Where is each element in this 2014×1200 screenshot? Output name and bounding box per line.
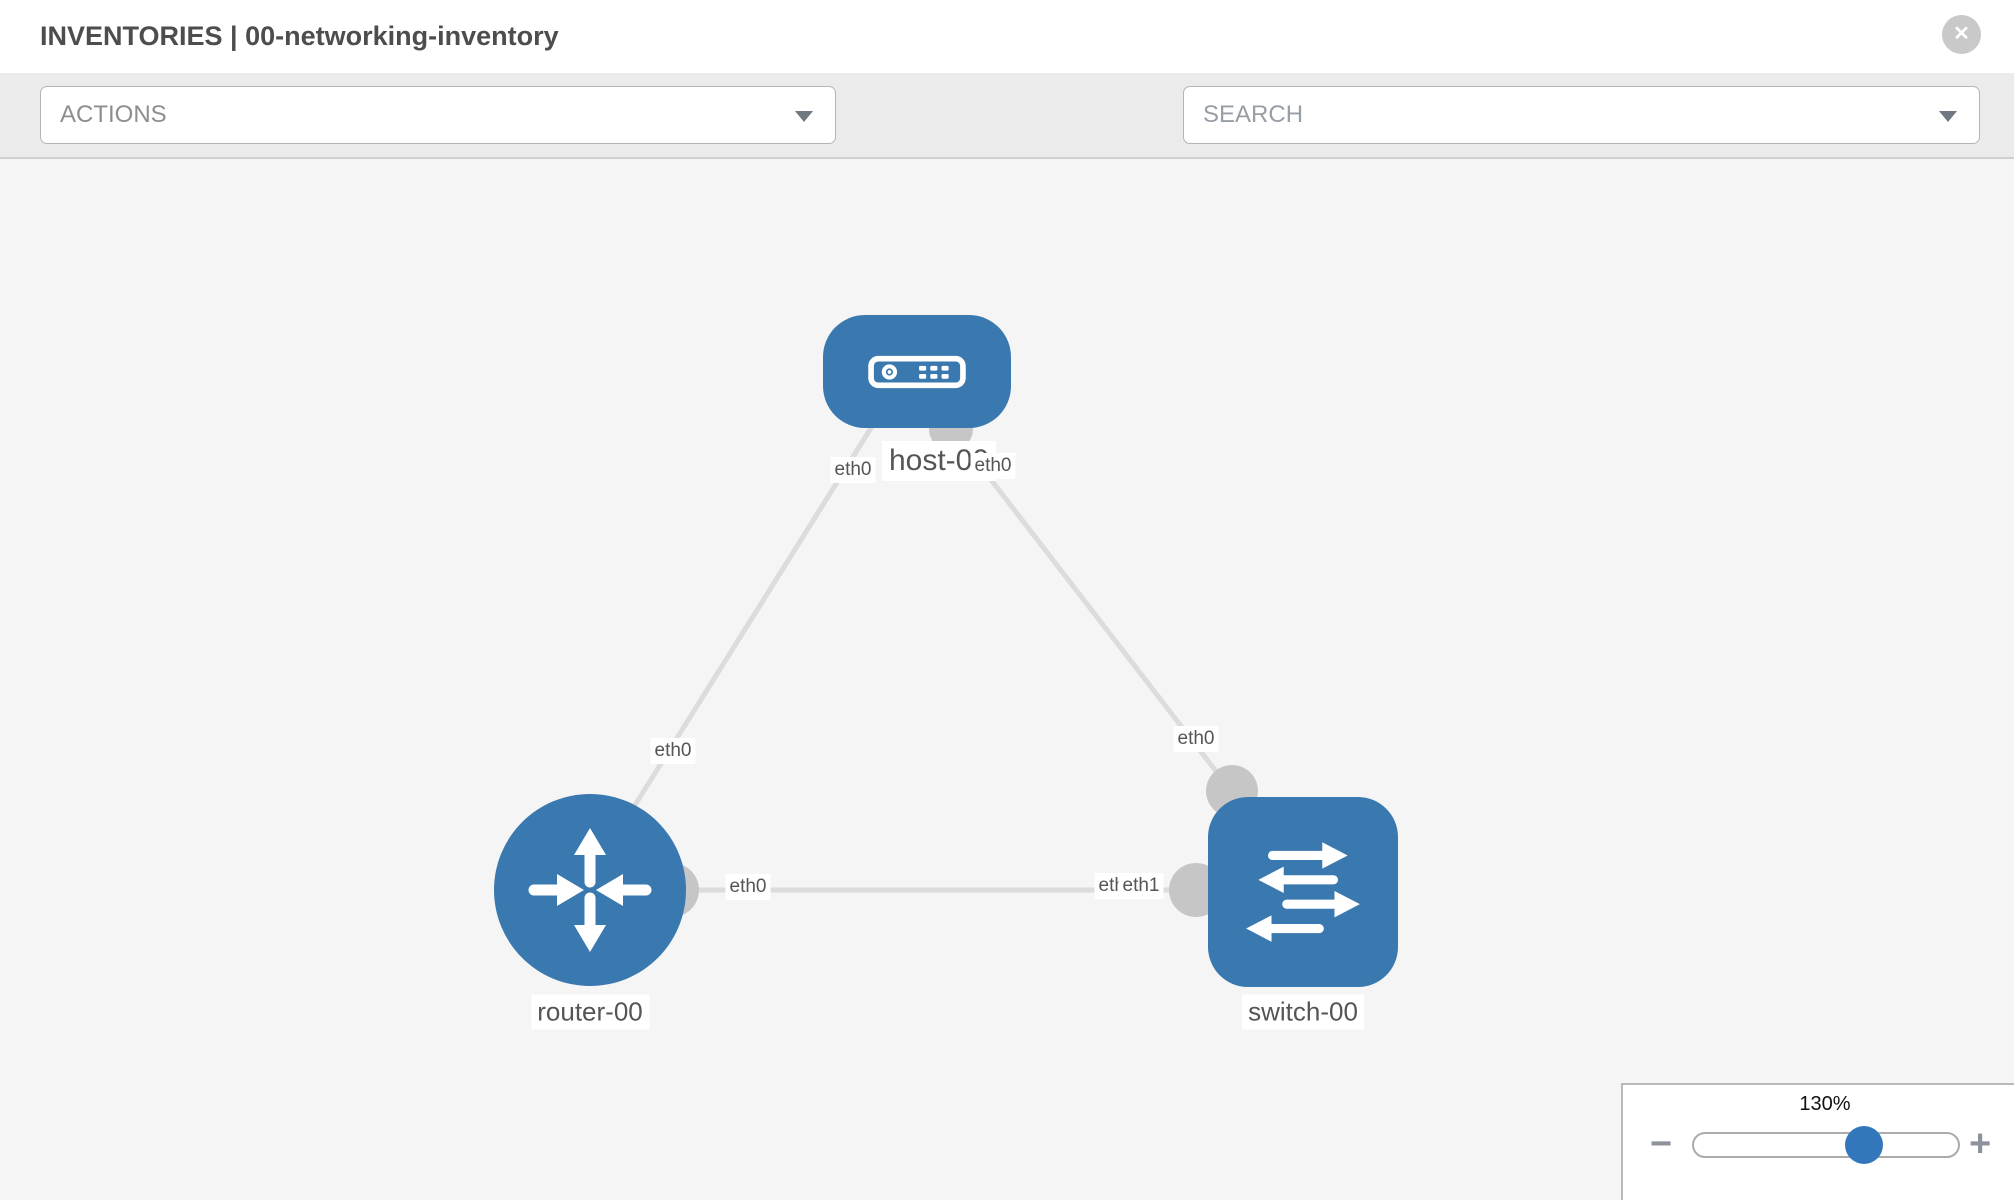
- close-icon[interactable]: ✕: [1942, 15, 1981, 54]
- iface-label-switch-uplink: eth0: [1173, 726, 1219, 752]
- iface-label-host-left: eth0: [830, 457, 876, 483]
- actions-dropdown[interactable]: ACTIONS: [40, 86, 836, 144]
- caret-down-icon: [1939, 111, 1957, 122]
- switch-arrows-icon: [1246, 842, 1360, 942]
- node-switch[interactable]: [1208, 797, 1398, 987]
- router-arrows-icon: [528, 828, 652, 952]
- topology-canvas[interactable]: [0, 160, 2014, 1200]
- header: INVENTORIES | 00-networking-inventory ✕: [0, 0, 2014, 73]
- zoom-out-button[interactable]: −: [1650, 1123, 1673, 1165]
- iface-label-router-uplink: eth0: [650, 738, 696, 764]
- iface-label-switch-left-eth1: eth1: [1118, 873, 1164, 899]
- server-icon: [868, 355, 966, 388]
- search-placeholder: SEARCH: [1203, 101, 1304, 128]
- search-dropdown[interactable]: SEARCH: [1183, 86, 1980, 144]
- zoom-control-panel: 130% − +: [1621, 1083, 2014, 1200]
- actions-dropdown-label: ACTIONS: [60, 101, 167, 128]
- caret-down-icon: [795, 111, 813, 122]
- zoom-in-button[interactable]: +: [1969, 1123, 1992, 1165]
- iface-label-router-right: eth0: [725, 874, 771, 900]
- node-label-switch: switch-00: [1242, 994, 1364, 1030]
- toolbar: ACTIONS SEARCH: [0, 73, 2014, 207]
- node-router[interactable]: [494, 794, 686, 986]
- zoom-slider-track[interactable]: [1692, 1132, 1960, 1158]
- iface-label-host-right: eth0: [970, 453, 1016, 479]
- zoom-slider-thumb[interactable]: [1845, 1126, 1883, 1164]
- node-label-router: router-00: [531, 994, 649, 1030]
- page-title: INVENTORIES | 00-networking-inventory: [40, 21, 559, 51]
- zoom-level-readout: 130%: [1799, 1093, 1851, 1115]
- node-host[interactable]: [823, 315, 1011, 428]
